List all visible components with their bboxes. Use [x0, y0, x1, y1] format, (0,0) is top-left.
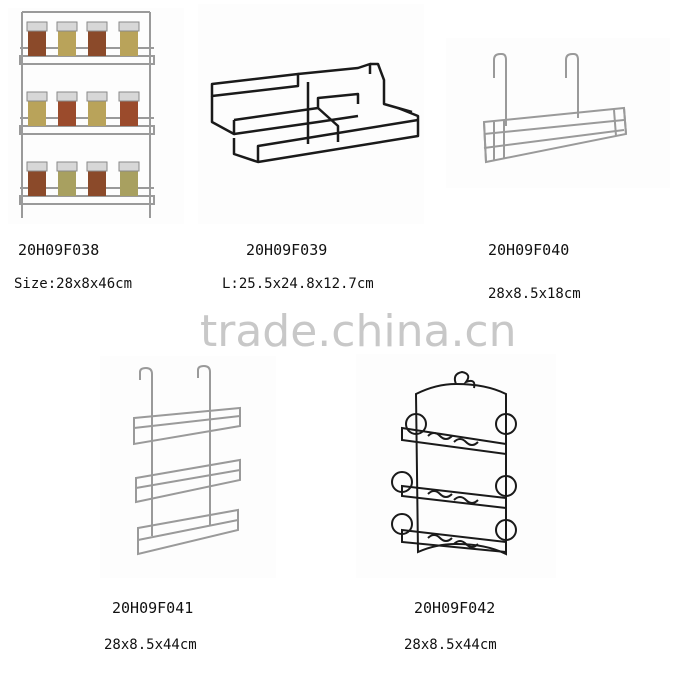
product-code-2: 20H09F039 — [246, 241, 328, 259]
product-size-3: 28x8.5x18cm — [488, 286, 581, 302]
product-size-1: Size:28x8x46cm — [14, 276, 133, 292]
product-size-4: 28x8.5x44cm — [104, 637, 197, 653]
three-basket-drawing — [133, 364, 241, 556]
step-shelf-drawing — [210, 62, 420, 164]
spice-rack-drawing — [19, 11, 155, 218]
scroll-rack-drawing — [391, 370, 517, 556]
product-image-three-basket — [100, 356, 276, 578]
product-code-5: 20H09F042 — [414, 599, 496, 617]
product-image-spice-rack — [8, 8, 184, 224]
single-basket-drawing — [482, 53, 628, 164]
product-code-4: 20H09F041 — [112, 599, 194, 617]
product-code-1: 20H09F038 — [18, 241, 100, 259]
watermark-text: trade.china.cn — [200, 306, 517, 357]
product-size-5: 28x8.5x44cm — [404, 637, 497, 653]
product-image-single-basket — [446, 38, 670, 188]
product-image-step-shelf — [198, 4, 424, 224]
product-image-scroll-rack — [356, 354, 556, 578]
product-size-2: L:25.5x24.8x12.7cm — [222, 276, 374, 292]
product-code-3: 20H09F040 — [488, 241, 570, 259]
